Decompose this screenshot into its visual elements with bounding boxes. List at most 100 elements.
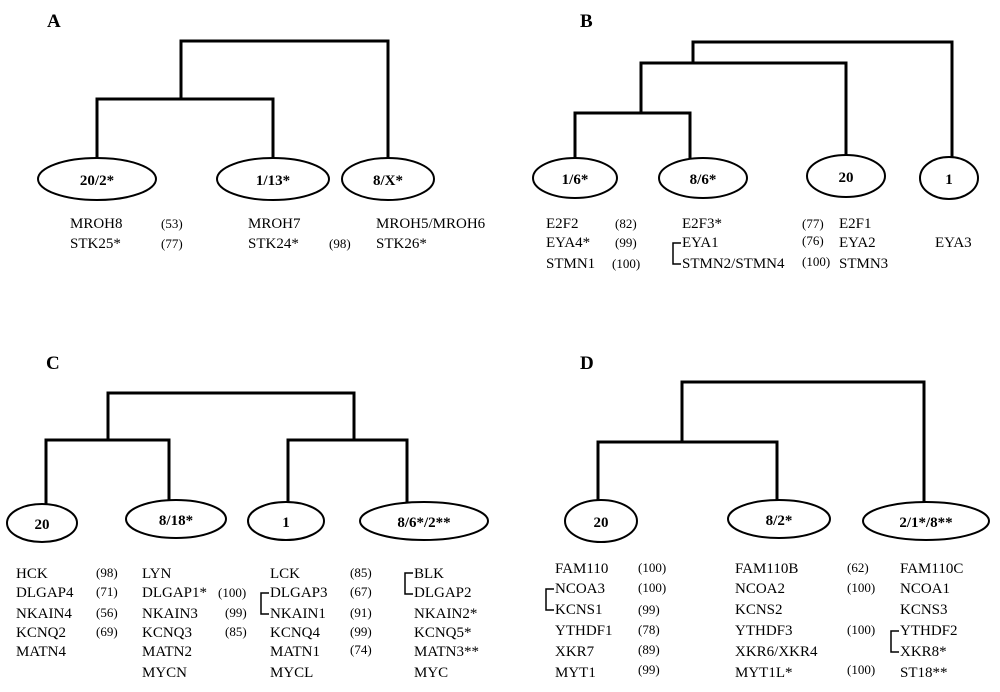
- gene-label: STMN1: [546, 256, 595, 272]
- bootstrap-value: (69): [96, 624, 118, 639]
- gene-label: STK25*: [70, 236, 121, 252]
- paralog-bracket: [890, 630, 899, 653]
- chromosome-label: 1: [282, 515, 290, 531]
- bootstrap-value: (89): [638, 642, 660, 657]
- bootstrap-value: (98): [96, 565, 118, 580]
- gene-label: EYA1: [682, 235, 719, 251]
- chromosome-label: 8/X*: [373, 173, 403, 189]
- chromosome-ellipse: [37, 157, 157, 201]
- bootstrap-value: (99): [350, 624, 372, 639]
- bootstrap-value: (71): [96, 584, 118, 599]
- chromosome-ellipse: [919, 156, 979, 200]
- panel-c-tree: [44, 391, 409, 508]
- gene-label: STMN3: [839, 256, 888, 272]
- bootstrap-value: (100): [638, 580, 666, 595]
- gene-label: KCNQ4: [270, 625, 321, 641]
- chromosome-ellipse: [359, 501, 489, 541]
- gene-label: XKR8*: [900, 644, 947, 660]
- gene-label: XKR6/XKR4: [735, 644, 818, 660]
- chromosome-label: 1/13*: [256, 173, 290, 189]
- bootstrap-value: (100): [847, 580, 875, 595]
- gene-label: MYC: [414, 665, 448, 681]
- gene-label: KCNS2: [735, 602, 783, 618]
- panel-a: A 20/2* 1/13* 8/X* MROH8 (53) STK25* (77…: [37, 11, 486, 252]
- bootstrap-value: (100): [847, 622, 875, 637]
- bootstrap-value: (100): [638, 560, 666, 575]
- bootstrap-value: (91): [350, 605, 372, 620]
- gene-label: NKAIN1: [270, 606, 326, 622]
- gene-label: NKAIN4: [16, 606, 72, 622]
- gene-label: ST18**: [900, 665, 948, 681]
- paralog-bracket: [404, 572, 413, 595]
- gene-label: E2F2: [546, 216, 579, 232]
- chromosome-ellipse: [341, 157, 435, 201]
- gene-label: MROH5/MROH6: [376, 216, 486, 232]
- gene-label: NCOA2: [735, 581, 785, 597]
- gene-label: EYA2: [839, 235, 876, 251]
- gene-label: YTHDF3: [735, 623, 793, 639]
- gene-label: DLGAP4: [16, 585, 74, 601]
- bootstrap-value: (99): [638, 662, 660, 677]
- panel-b-letter: B: [580, 11, 593, 32]
- chromosome-ellipse: [658, 157, 748, 199]
- gene-label: EYA4*: [546, 235, 590, 251]
- gene-label: MATN1: [270, 644, 320, 660]
- bootstrap-value: (99): [225, 605, 247, 620]
- chromosome-label: 20: [35, 517, 50, 533]
- gene-label: MATN3**: [414, 644, 479, 660]
- gene-label: YTHDF2: [900, 623, 958, 639]
- bootstrap-value: (98): [329, 236, 351, 251]
- gene-label: NCOA1: [900, 581, 950, 597]
- gene-label: DLGAP1*: [142, 585, 207, 601]
- bootstrap-value: (56): [96, 605, 118, 620]
- bootstrap-value: (99): [615, 235, 637, 250]
- chromosome-ellipse: [532, 157, 618, 199]
- chromosome-label: 20: [594, 515, 609, 531]
- gene-label: BLK: [414, 566, 444, 582]
- chromosome-ellipse: [125, 499, 227, 539]
- paralog-bracket: [545, 588, 554, 611]
- gene-label: MROH7: [248, 216, 301, 232]
- bootstrap-value: (100): [218, 585, 246, 600]
- chromosome-ellipse: [6, 503, 78, 543]
- bootstrap-value: (77): [802, 216, 824, 231]
- gene-label: KCNQ3: [142, 625, 192, 641]
- paralog-bracket: [672, 242, 681, 265]
- panel-d: D 20 8/2* 2/1*/8** FAM110 (100) NCOA3 (1…: [545, 353, 990, 681]
- panel-d-tree: [596, 380, 926, 505]
- gene-label: MYCN: [142, 665, 187, 681]
- gene-label: MROH8: [70, 216, 123, 232]
- gene-label: KCNS1: [555, 602, 603, 618]
- bootstrap-value: (78): [638, 622, 660, 637]
- gene-label: MYT1L*: [735, 665, 793, 681]
- chromosome-label: 20/2*: [80, 173, 114, 189]
- gene-label: NKAIN2*: [414, 606, 477, 622]
- chromosome-label: 1/6*: [562, 172, 589, 188]
- chromosome-label: 8/2*: [766, 513, 793, 529]
- chromosome-ellipse: [216, 157, 330, 201]
- bootstrap-value: (85): [350, 565, 372, 580]
- bootstrap-value: (85): [225, 624, 247, 639]
- panel-b: B 1/6* 8/6* 20 1 E2F2 (82) EYA4* (99) ST…: [532, 11, 979, 272]
- bootstrap-value: (100): [612, 256, 640, 271]
- gene-label: YTHDF1: [555, 623, 613, 639]
- bootstrap-value: (100): [847, 662, 875, 677]
- gene-label: E2F1: [839, 216, 872, 232]
- panel-b-tree: [573, 40, 954, 160]
- gene-label: KCNQ5*: [414, 625, 472, 641]
- gene-label: FAM110C: [900, 561, 963, 577]
- gene-label: XKR7: [555, 644, 595, 660]
- panel-d-letter: D: [580, 353, 594, 374]
- gene-label: FAM110B: [735, 561, 798, 577]
- panel-a-letter: A: [47, 11, 61, 32]
- paralog-bracket: [260, 592, 269, 615]
- bootstrap-value: (82): [615, 216, 637, 231]
- gene-label: STK24*: [248, 236, 299, 252]
- gene-label: KCNQ2: [16, 625, 66, 641]
- gene-label: NKAIN3: [142, 606, 198, 622]
- bootstrap-value: (76): [802, 233, 824, 248]
- gene-label: MATN4: [16, 644, 67, 660]
- gene-label: STK26*: [376, 236, 427, 252]
- gene-label: LCK: [270, 566, 300, 582]
- gene-label: MYCL: [270, 665, 313, 681]
